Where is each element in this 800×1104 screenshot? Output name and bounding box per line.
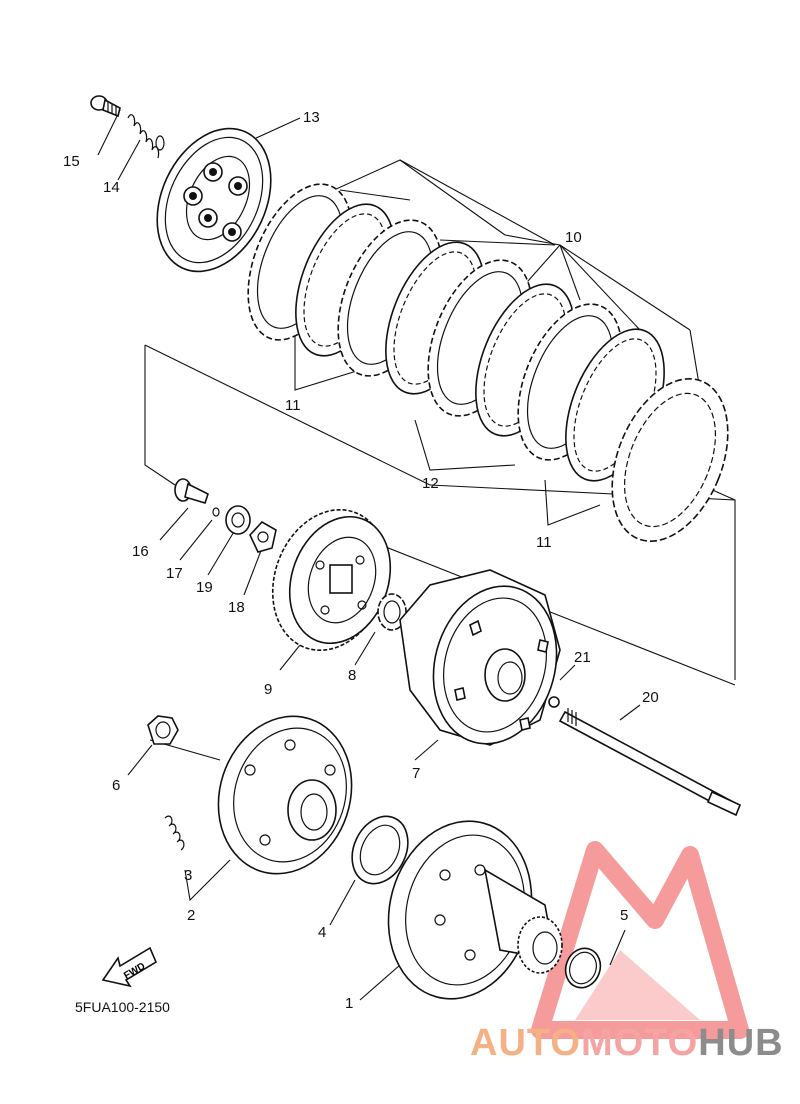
friction-plate-stack [247, 183, 729, 542]
callout-14: 14 [103, 179, 120, 196]
part-code-label: 5FUA100-2150 [75, 999, 170, 1015]
callout-12: 12 [422, 475, 439, 492]
callout-4: 4 [318, 924, 326, 941]
fwd-arrow-icon: FWD [101, 946, 158, 988]
driven-gear-9 [271, 508, 392, 652]
callout-7: 7 [412, 765, 420, 782]
pressure-plate-13 [156, 127, 272, 273]
spring-14 [127, 114, 165, 159]
callout-20: 20 [642, 689, 659, 706]
callout-1: 1 [345, 995, 353, 1012]
watermark-auto: AUTO [470, 1022, 581, 1064]
callout-19: 19 [196, 579, 213, 596]
watermark-logo: AUTOMOTOHUB [470, 1022, 784, 1064]
callout-13: 13 [303, 109, 320, 126]
callout-11-low: 11 [536, 534, 552, 551]
callout-labels: 1 2 3 4 5 6 7 8 9 10 11 11 12 11 13 14 1… [63, 109, 659, 1012]
callout-2: 2 [187, 907, 195, 924]
callout-9: 9 [264, 681, 272, 698]
watermark-hub: HUB [698, 1022, 783, 1064]
clutch-drum-1 [387, 820, 563, 1000]
centrifugal-clutch-2 [217, 715, 353, 875]
nut-19 [225, 505, 251, 535]
callout-16: 16 [132, 543, 149, 560]
ball-21 [548, 696, 560, 708]
clutch-housing-7 [399, 569, 561, 746]
push-rod-20 [558, 708, 742, 817]
lock-washer-18 [249, 520, 277, 553]
callout-15: 15 [63, 153, 80, 170]
callout-21: 21 [574, 649, 591, 666]
one-way-ring-4 [351, 815, 409, 885]
watermark-triangle [531, 841, 749, 1039]
nut-6 [147, 715, 179, 745]
callout-17: 17 [166, 565, 183, 582]
watermark-moto: MOTO [581, 1022, 698, 1064]
pin-16 [174, 478, 209, 504]
circlip-17 [212, 507, 220, 517]
callout-5: 5 [620, 907, 628, 924]
spring-3 [164, 815, 185, 851]
callout-8: 8 [348, 667, 356, 684]
callout-11-top: 11 [285, 397, 301, 414]
callout-18: 18 [228, 599, 245, 616]
o-ring-5 [564, 947, 602, 989]
callout-10: 10 [565, 229, 582, 246]
callout-6: 6 [112, 777, 120, 794]
callout-3: 3 [184, 867, 192, 884]
svg-text:AUTOMOTOHUB: AUTOMOTOHUB [470, 1022, 784, 1064]
bolt-15 [90, 95, 121, 118]
